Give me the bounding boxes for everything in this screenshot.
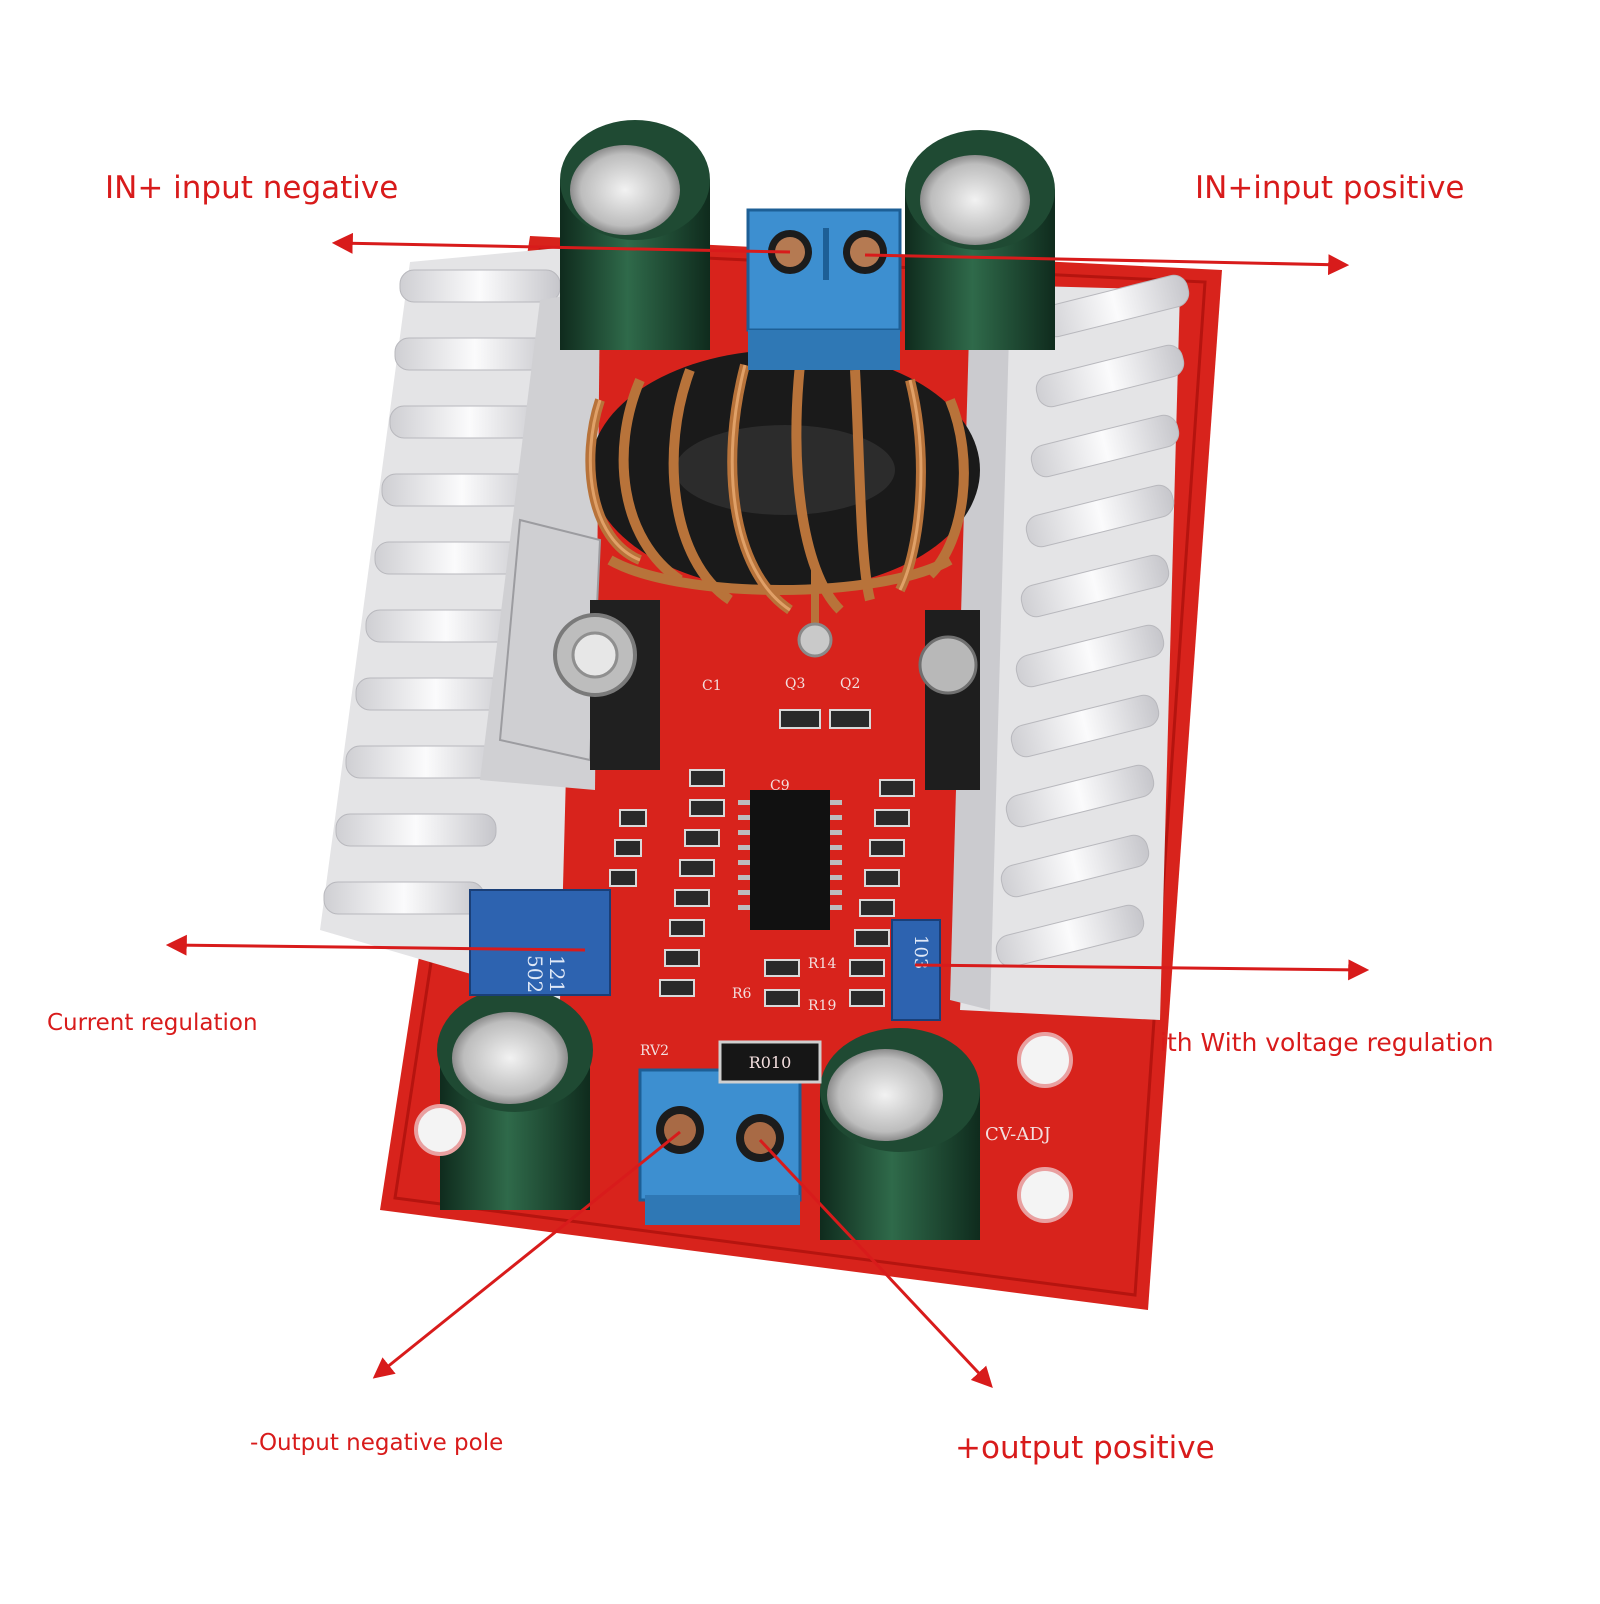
silk-cv-adj: CV-ADJ [985,1124,1051,1145]
silk-rv2: RV2 [640,1043,669,1059]
input-terminal-block [746,208,902,370]
output-terminal-block [638,1068,802,1225]
control-ic [738,790,842,930]
silk-c1: C1 [702,678,722,694]
annotation-arrows [165,232,1370,1389]
silk-q3: Q3 [785,676,805,692]
label-voltage-regulation: ith With voltage regulation [1160,1028,1494,1057]
arrow-icon [372,1130,681,1379]
smd-components [609,709,915,1007]
capacitor-bottom-left [437,988,593,1210]
label-input-negative: IN+ input negative [105,170,399,206]
arrow-icon [864,253,1350,276]
silk-q2: Q2 [840,676,860,692]
power-transistor [498,518,660,770]
label-input-positive: IN+input positive [1195,170,1465,206]
pot-left-marking: 121 [545,955,569,993]
label-output-positive: +output positive [955,1430,1215,1466]
silk-c9: C9 [770,778,790,794]
arrow-icon [331,232,791,254]
shunt-resistor: R010 [718,1040,822,1084]
arrow-icon [914,959,1370,981]
capacitor-bottom-right [820,1028,980,1240]
pot-left-marking-2: 502 [523,955,547,993]
current-potentiometer: 121 502 [469,889,611,996]
voltage-potentiometer: 103 [891,919,941,1021]
toroid-inductor [585,350,980,658]
right-heatsink [950,274,1190,1020]
capacitor-top-right [905,130,1055,350]
capacitor-top-left [560,120,710,350]
shunt-marking: R010 [749,1053,792,1072]
pot-right-marking: 103 [910,935,931,969]
label-output-negative: -Output negative pole [250,1430,504,1456]
label-current-regulation: Current regulation [47,1010,258,1036]
mounting-holes [414,1032,1073,1223]
silk-r19: R19 [808,998,836,1014]
power-diode [918,610,980,790]
arrow-icon [758,1138,993,1389]
silk-r6: R6 [732,986,752,1002]
silk-r14: R14 [808,956,836,972]
arrow-icon [165,934,586,956]
